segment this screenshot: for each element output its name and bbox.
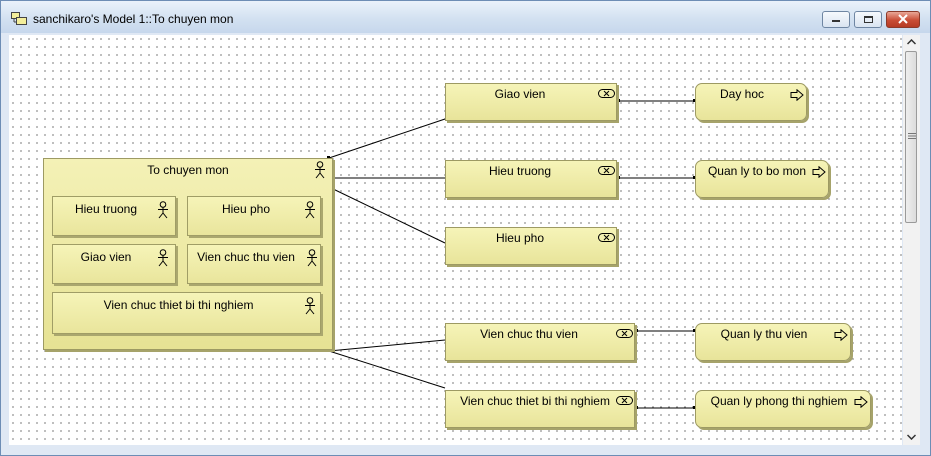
package-to-chuyen-mon[interactable]: To chuyen mon Hieu truong Hieu pho Giao … [43,158,333,350]
task-label: Quan ly to bo mon [707,164,807,178]
member-label: Hieu truong [74,202,138,216]
role-icon [598,166,615,175]
actor-icon [158,201,168,219]
minimize-button[interactable] [822,11,850,28]
grip-icon [908,133,916,139]
role-icon [598,233,615,242]
task-arrow-icon [834,329,848,341]
member-label: Hieu pho [221,202,271,216]
task-arrow-icon [790,89,804,101]
member-label: Vien chuc thu vien [197,250,295,264]
member-label: Vien chuc thiet bi thi nghiem [103,298,254,312]
model-icon [11,12,27,25]
close-icon [898,14,908,24]
role-giao-vien[interactable]: Giao vien [445,83,617,121]
scroll-down-icon[interactable] [907,434,916,440]
connector [328,118,446,159]
maximize-button[interactable] [854,11,882,28]
connector [328,186,446,244]
actor-icon [305,297,315,315]
diagram-canvas[interactable]: To chuyen mon Hieu truong Hieu pho Giao … [9,35,902,445]
task-label: Quan ly thu vien [720,327,808,341]
task-label: Day hoc [719,87,765,101]
close-button[interactable] [886,11,920,28]
window-title: sanchikaro's Model 1::To chuyen mon [33,12,234,26]
member-vien-chuc-thiet-bi-thi-nghiem[interactable]: Vien chuc thiet bi thi nghiem [52,292,321,334]
actor-icon [307,249,317,267]
task-arrow-icon [854,396,868,408]
role-icon [598,89,615,98]
task-label: Quan ly phong thi nghiem [710,394,848,408]
role-label: Hieu pho [495,231,545,245]
vertical-scrollbar[interactable] [903,35,920,445]
connector [328,339,446,352]
role-hieu-truong[interactable]: Hieu truong [445,160,617,198]
member-hieu-truong[interactable]: Hieu truong [52,196,176,236]
role-label: Vien chuc thiet bi thi nghiem [460,394,610,408]
actor-icon [158,249,168,267]
role-vien-chuc-thiet-bi-thi-nghiem[interactable]: Vien chuc thiet bi thi nghiem [445,390,635,428]
member-vien-chuc-thu-vien[interactable]: Vien chuc thu vien [187,244,321,284]
member-hieu-pho[interactable]: Hieu pho [187,196,321,236]
actor-icon [315,161,325,179]
title-bar[interactable]: sanchikaro's Model 1::To chuyen mon [1,1,930,33]
actor-icon [305,201,315,219]
role-icon [616,329,633,338]
package-title: To chuyen mon [147,163,229,177]
task-quan-ly-thu-vien[interactable]: Quan ly thu vien [695,323,851,361]
connector [328,350,446,389]
role-vien-chuc-thu-vien[interactable]: Vien chuc thu vien [445,323,635,361]
task-arrow-icon [812,166,826,178]
member-giao-vien[interactable]: Giao vien [52,244,176,284]
task-day-hoc[interactable]: Day hoc [695,83,807,121]
role-icon [616,396,633,405]
task-quan-ly-phong-thi-nghiem[interactable]: Quan ly phong thi nghiem [695,390,871,428]
role-hieu-pho[interactable]: Hieu pho [445,227,617,265]
member-label: Giao vien [80,250,132,264]
role-label: Hieu truong [488,164,552,178]
restore-icon [864,16,873,23]
task-quan-ly-to-bo-mon[interactable]: Quan ly to bo mon [695,160,829,198]
scroll-up-icon[interactable] [907,39,916,45]
role-label: Giao vien [494,87,546,101]
role-label: Vien chuc thu vien [480,327,578,341]
scrollbar-thumb[interactable] [905,51,917,223]
minimize-icon [832,20,840,22]
connectors [327,99,696,409]
